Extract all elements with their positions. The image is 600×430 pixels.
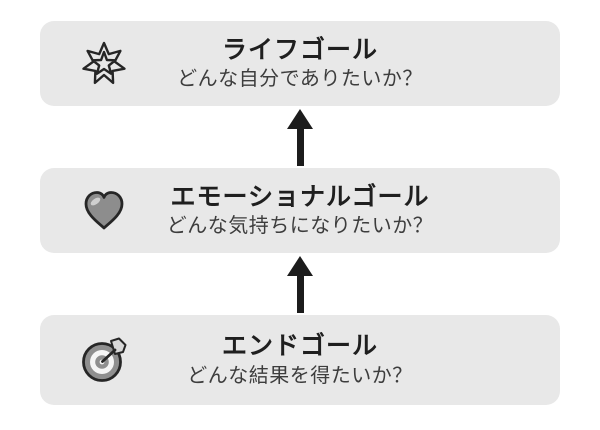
end-goal-title: エンドゴール — [221, 332, 378, 361]
arrow-stem — [296, 276, 304, 313]
target-icon — [80, 336, 128, 384]
emotional-goal-title: エモーショナルゴール — [170, 182, 430, 211]
life-goal-subtitle: どんな自分でありたいか？ — [177, 68, 423, 91]
arrow-stem — [296, 129, 304, 166]
arrow-head — [287, 256, 313, 276]
starburst-icon — [80, 40, 128, 88]
life-goal-title: ライフゴール — [221, 35, 378, 64]
end-goal-subtitle: どんな結果を得たいか？ — [187, 364, 413, 387]
emotional-goal-box: エモーショナルゴール どんな気持ちになりたいか？ — [40, 168, 560, 253]
emotional-goal-subtitle: どんな気持ちになりたいか？ — [166, 215, 434, 238]
life-goal-box: ライフゴール どんな自分でありたいか？ — [40, 21, 560, 106]
arrow-head — [287, 109, 313, 129]
end-goal-box: エンドゴール どんな結果を得たいか？ — [40, 315, 560, 405]
up-arrow-end-to-emotional — [286, 256, 314, 313]
up-arrow-emotional-to-life — [286, 109, 314, 166]
heart-icon — [80, 187, 128, 235]
